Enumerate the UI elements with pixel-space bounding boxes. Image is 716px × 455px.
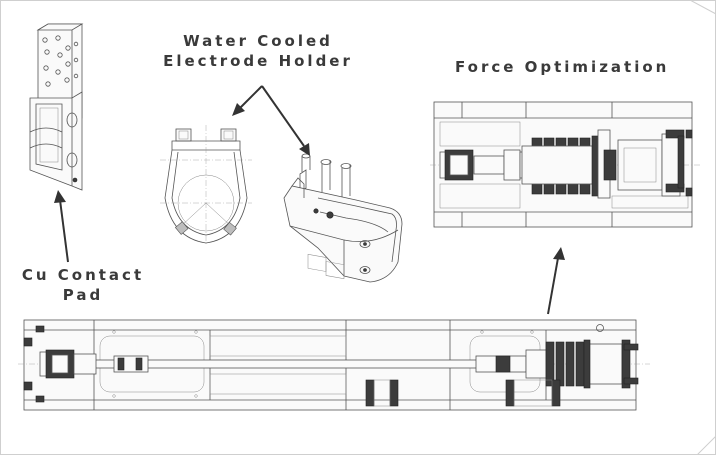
arrow-holder-iso — [261, 85, 305, 147]
water-cooled-electrode-holder-label: Water Cooled Electrode Holder — [158, 31, 358, 71]
arrow-cu-pad — [59, 199, 69, 263]
electrode-holder-text: Electrode Holder — [163, 52, 353, 70]
electrode-holder-front-view — [160, 125, 252, 246]
cu-contact-pad-label: Cu Contact Pad — [18, 265, 148, 305]
callout-arrows — [54, 85, 565, 315]
force-optimization-assembly — [430, 101, 700, 228]
arrow-force — [547, 257, 559, 315]
electrode-holder-isometric-view — [283, 153, 403, 283]
force-optimization-text: Force Optimization — [455, 58, 670, 76]
cu-contact-pad-drawing — [29, 23, 84, 191]
full-assembly-side-view — [18, 319, 650, 411]
assembly-spring-stack — [545, 341, 585, 387]
cu-contact-text: Cu Contact — [21, 266, 145, 284]
pad-text: Pad — [62, 286, 104, 304]
arrow-holder-front — [239, 85, 263, 109]
force-optimization-label: Force Optimization — [455, 57, 670, 77]
water-cooled-text: Water Cooled — [183, 32, 333, 50]
